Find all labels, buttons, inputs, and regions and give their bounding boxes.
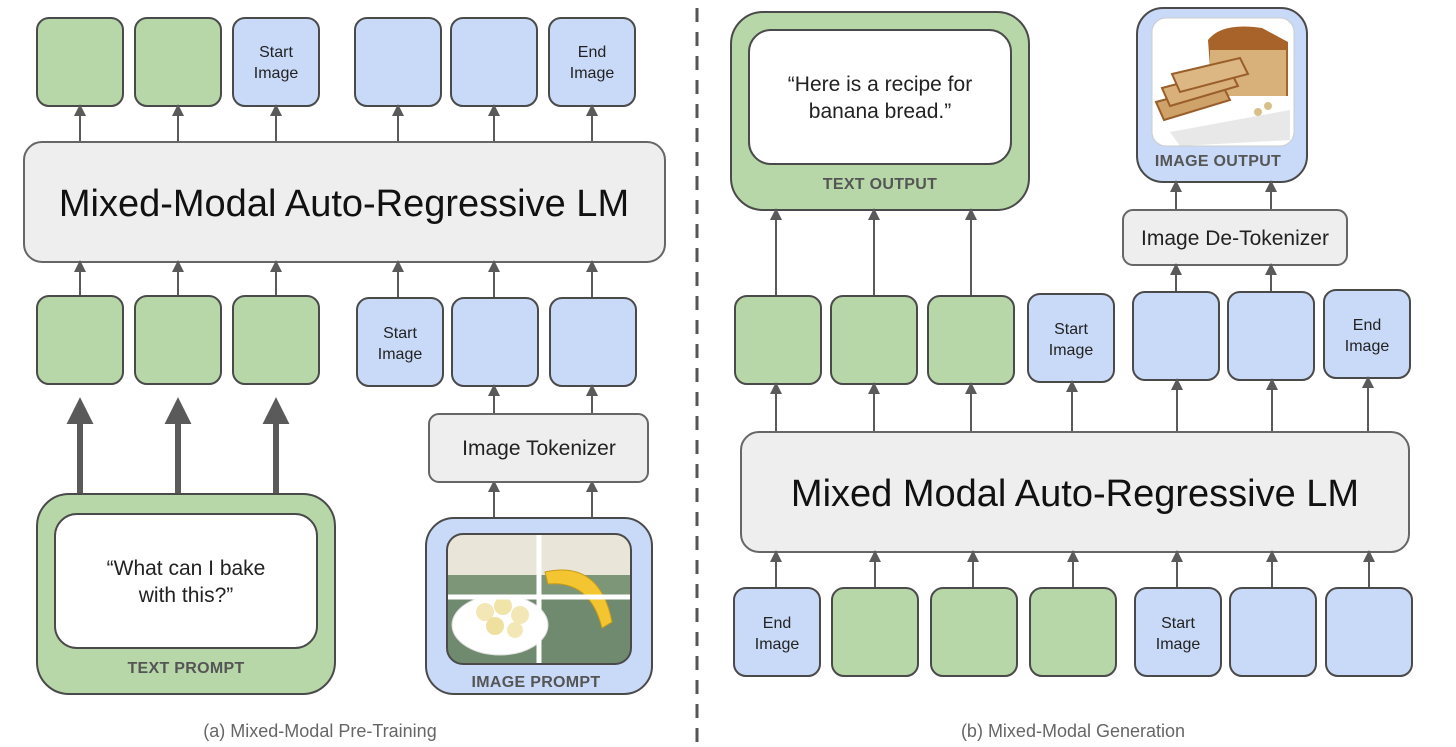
right-low-token-2 bbox=[831, 587, 919, 677]
left-arrows-lm-to-output bbox=[74, 104, 598, 142]
left-in-token-1 bbox=[36, 295, 124, 385]
text-prompt-line2: with this?” bbox=[138, 584, 234, 607]
right-up-token-7 bbox=[1323, 289, 1411, 379]
image-output-photo bbox=[1151, 17, 1295, 147]
text-prompt-line1: “What can I bake bbox=[107, 557, 266, 580]
left-out-token-4 bbox=[354, 17, 442, 107]
left-out-token-1 bbox=[36, 17, 124, 107]
right-up-token-6 bbox=[1227, 291, 1315, 381]
right-low-token-1-line2: Image bbox=[755, 636, 800, 653]
left-out-token-6 bbox=[548, 17, 636, 107]
text-output-line1: “Here is a recipe for bbox=[788, 73, 972, 96]
left-out-token-3-line2: Image bbox=[254, 65, 299, 82]
left-thick-arrows bbox=[66, 397, 290, 494]
right-low-token-5-line2: Image bbox=[1156, 636, 1201, 653]
right-up-token-4 bbox=[1027, 293, 1115, 383]
left-input-tokens: Start Image bbox=[36, 295, 637, 387]
left-out-token-3 bbox=[232, 17, 320, 107]
right-arrows-detokenizer-up bbox=[1170, 180, 1277, 210]
left-out-token-2 bbox=[134, 17, 222, 107]
right-up-token-2 bbox=[830, 295, 918, 385]
image-tokenizer-box bbox=[428, 413, 649, 483]
right-up-token-3 bbox=[927, 295, 1015, 385]
image-detokenizer-box bbox=[1122, 209, 1348, 266]
right-low-token-5 bbox=[1134, 587, 1222, 677]
right-arrows-to-text-output bbox=[770, 208, 1277, 296]
left-arrows-input-to-lm bbox=[74, 260, 598, 298]
left-in-token-4 bbox=[356, 297, 444, 387]
right-up-token-7-line1: End bbox=[1353, 317, 1381, 334]
left-out-token-3-line1: Start bbox=[259, 44, 293, 61]
right-arrows-lm-to-upper bbox=[770, 376, 1374, 432]
right-caption: (b) Mixed-Modal Generation bbox=[961, 721, 1185, 741]
left-out-token-6-line1: End bbox=[578, 44, 606, 61]
right-up-token-7-line2: Image bbox=[1345, 338, 1390, 355]
left-in-token-4-line2: Image bbox=[378, 346, 423, 363]
right-low-token-3 bbox=[930, 587, 1018, 677]
right-low-token-4 bbox=[1029, 587, 1117, 677]
right-up-token-5 bbox=[1132, 291, 1220, 381]
right-low-token-1 bbox=[733, 587, 821, 677]
left-arrows-tokenizer bbox=[488, 384, 598, 518]
left-in-token-4-line1: Start bbox=[383, 325, 417, 342]
left-in-token-2 bbox=[134, 295, 222, 385]
image-prompt-photo bbox=[446, 533, 632, 665]
text-prompt-label: TEXT PROMPT bbox=[127, 660, 244, 677]
text-output-inner bbox=[748, 29, 1012, 165]
left-lm-title: Mixed-Modal Auto-Regressive LM bbox=[59, 183, 629, 225]
right-low-token-5-line1: Start bbox=[1161, 615, 1195, 632]
right-upper-tokens: Start Image End Image bbox=[734, 289, 1411, 385]
left-lm-box bbox=[23, 141, 666, 263]
image-detokenizer-label: Image De-Tokenizer bbox=[1141, 227, 1329, 250]
left-caption: (a) Mixed-Modal Pre-Training bbox=[203, 721, 436, 741]
right-lower-tokens: End Image Start Image bbox=[733, 587, 1413, 677]
text-output-label: TEXT OUTPUT bbox=[823, 176, 937, 193]
right-low-token-6 bbox=[1229, 587, 1317, 677]
text-prompt-inner bbox=[54, 513, 318, 649]
right-low-token-7 bbox=[1325, 587, 1413, 677]
left-out-token-6-line2: Image bbox=[570, 65, 615, 82]
right-up-token-4-line2: Image bbox=[1049, 342, 1094, 359]
right-lm-title: Mixed Modal Auto-Regressive LM bbox=[791, 473, 1359, 515]
left-in-token-5 bbox=[451, 297, 539, 387]
right-panel: “Here is a recipe for banana bread.” TEX… bbox=[730, 7, 1413, 741]
text-output-line2: banana bread.” bbox=[809, 100, 951, 123]
right-up-token-1 bbox=[734, 295, 822, 385]
image-prompt-label: IMAGE PROMPT bbox=[472, 674, 601, 691]
image-output-label: IMAGE OUTPUT bbox=[1155, 153, 1281, 170]
left-output-tokens: Start Image End Image bbox=[36, 17, 636, 107]
left-in-token-3 bbox=[232, 295, 320, 385]
left-out-token-5 bbox=[450, 17, 538, 107]
right-low-token-1-line1: End bbox=[763, 615, 791, 632]
right-arrows-lower-to-lm bbox=[770, 550, 1375, 588]
left-in-token-6 bbox=[549, 297, 637, 387]
right-up-token-4-line1: Start bbox=[1054, 321, 1088, 338]
image-tokenizer-label: Image Tokenizer bbox=[462, 437, 616, 460]
left-panel: Start Image End Image Mixed-Modal Auto-R… bbox=[23, 17, 666, 741]
